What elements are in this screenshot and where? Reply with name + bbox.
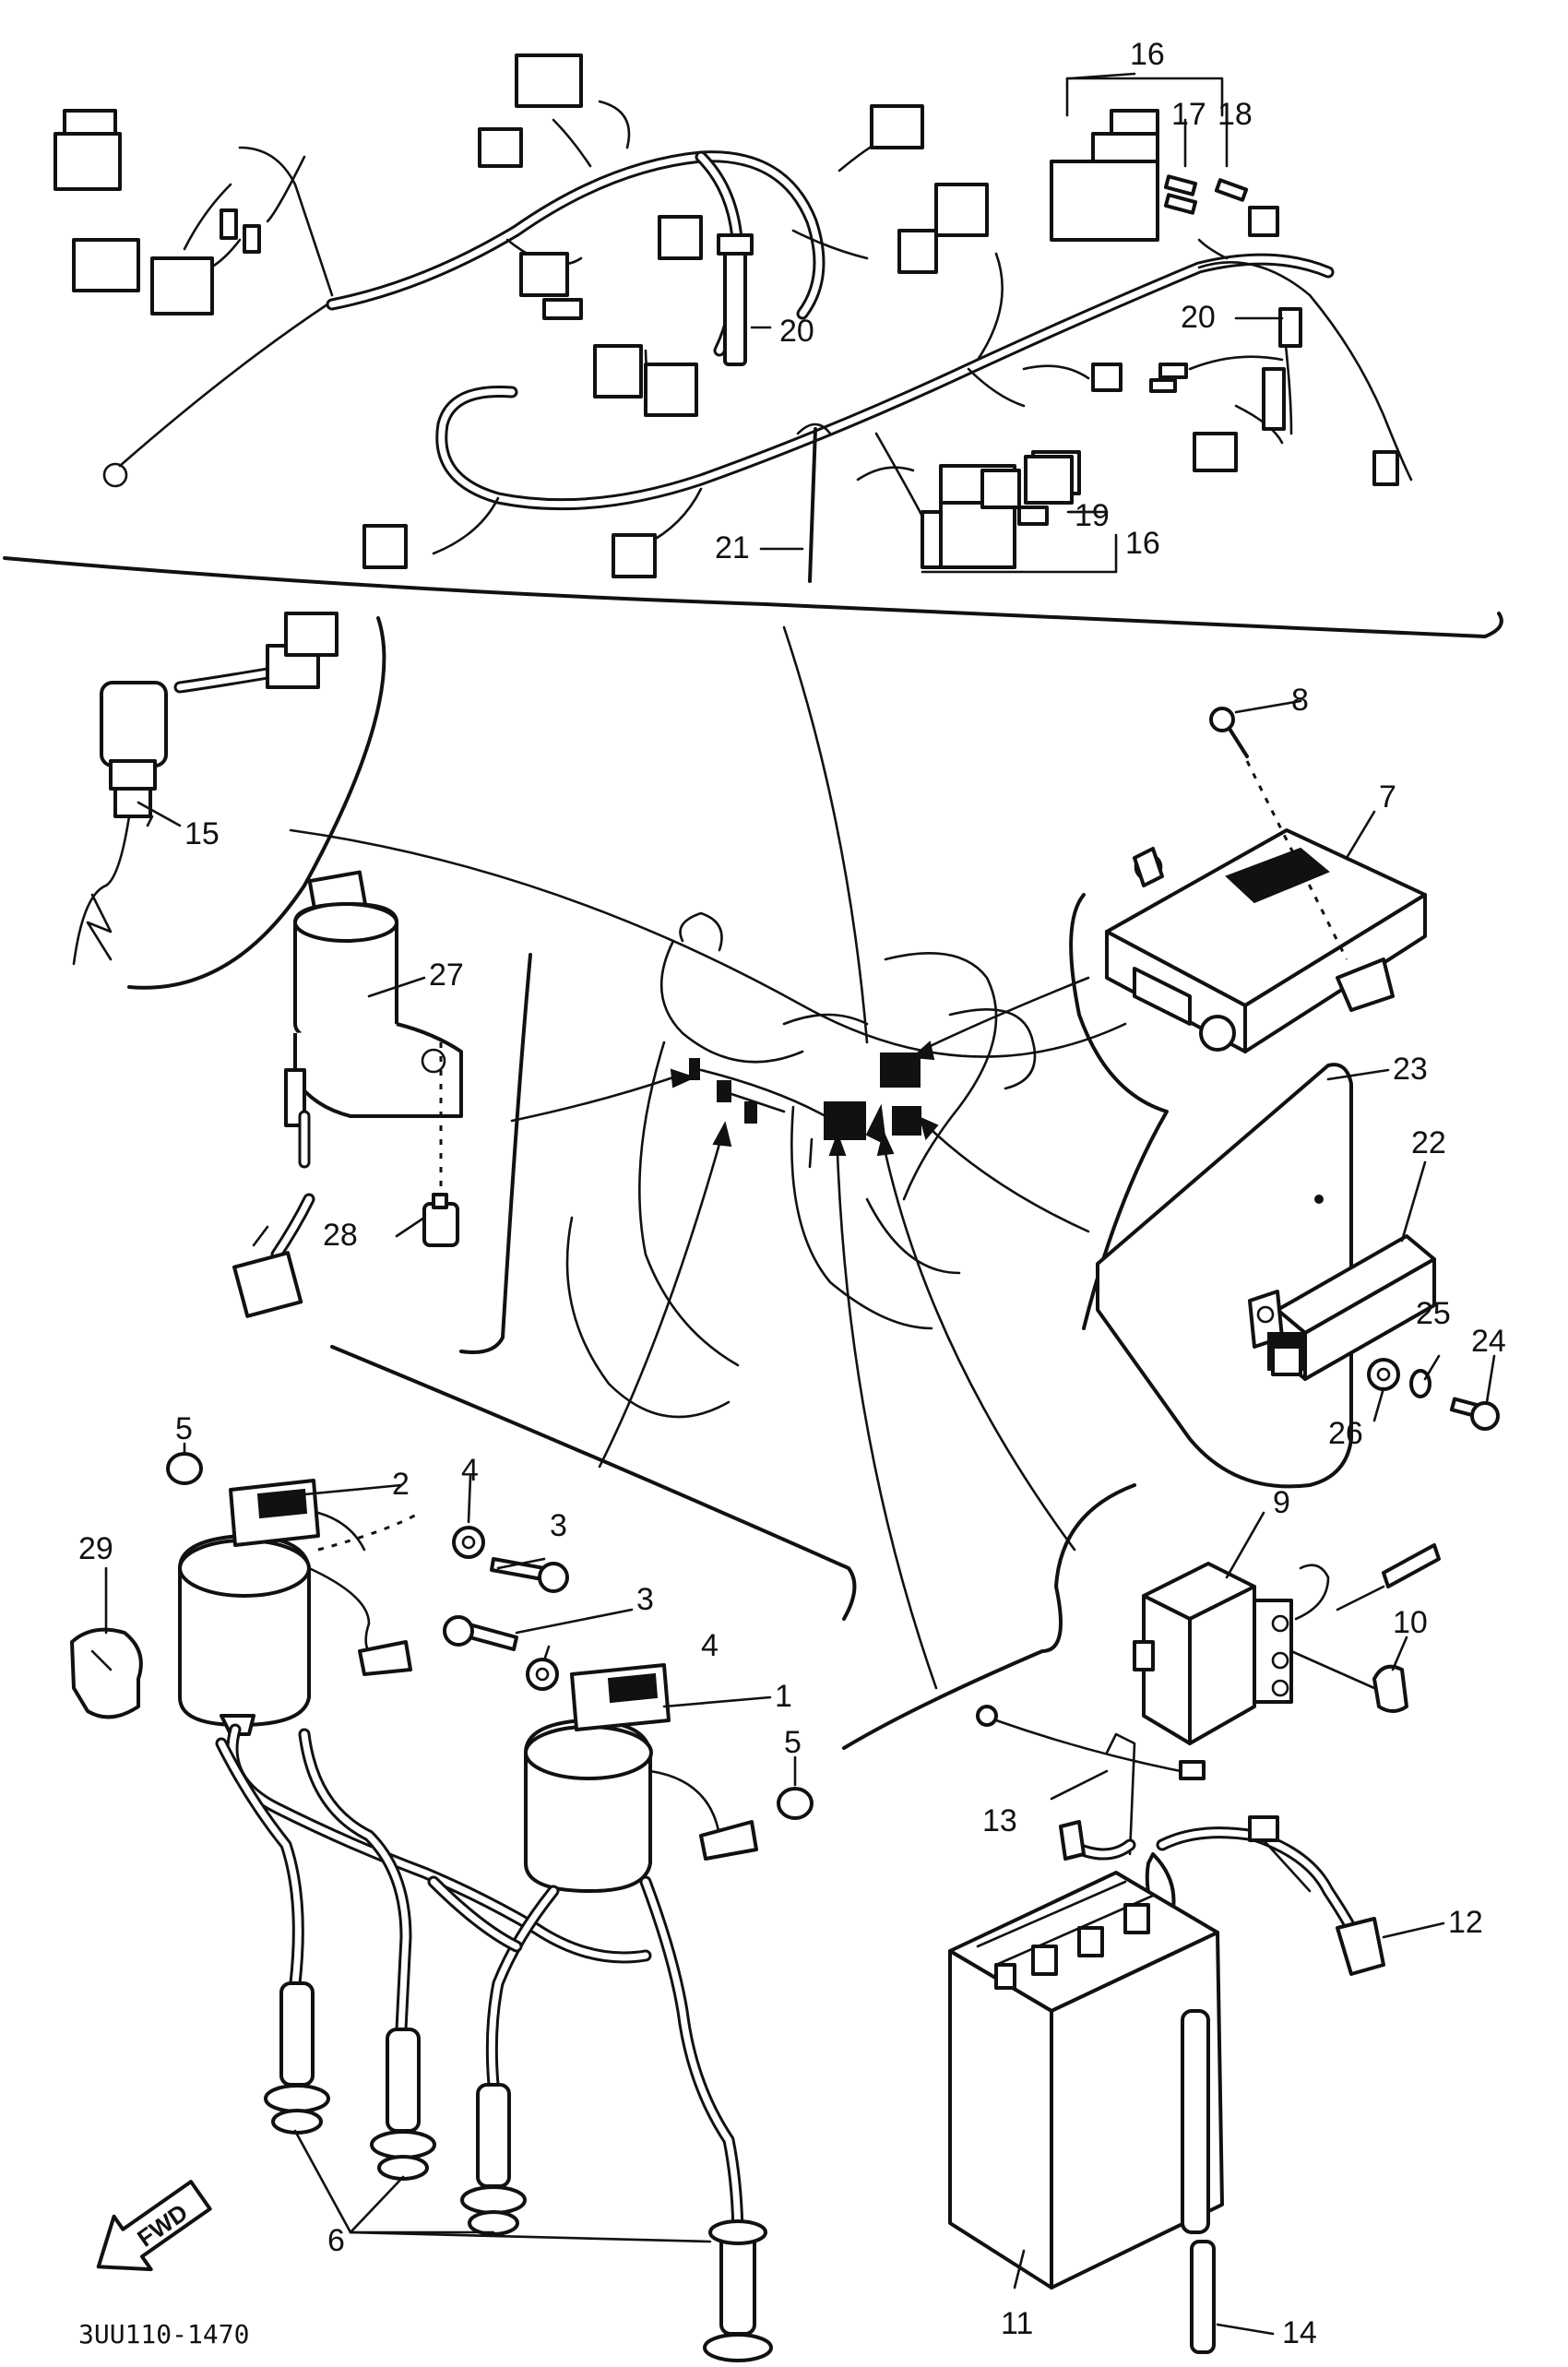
callout-11: 11: [1001, 2306, 1033, 2341]
battery-lead-13: [976, 1705, 1206, 1861]
callout-16b: 16: [1125, 526, 1160, 561]
center-cluster: [689, 1053, 921, 1169]
callout-8: 8: [1291, 683, 1309, 718]
callout-27: 27: [429, 958, 464, 993]
callout-9: 9: [1273, 1485, 1290, 1520]
callout-5a: 5: [175, 1411, 193, 1446]
coil-hardware: [70, 1452, 814, 1820]
battery: [948, 1871, 1224, 2290]
plug-caps: [264, 1981, 773, 2362]
main-switch: [232, 870, 463, 1318]
wire-harness: [102, 100, 1413, 555]
callout-3b: 3: [636, 1582, 654, 1617]
callout-13: 13: [982, 1803, 1017, 1838]
callout-17: 17: [1171, 97, 1206, 132]
regulator: [1248, 1234, 1436, 1381]
ignition-coil-1: [524, 1663, 758, 1893]
callout-23: 23: [1393, 1052, 1428, 1087]
callout-2: 2: [392, 1467, 410, 1502]
callout-16a: 16: [1130, 37, 1165, 72]
leader-arrows: [510, 625, 1090, 1690]
forward-arrow: FWD: [96, 2180, 212, 2272]
cable-ties: [717, 233, 1302, 583]
breather-hose: [1181, 2009, 1216, 2354]
diagram-code: 3UU110-1470: [78, 2319, 249, 2349]
bolt-28: [422, 1042, 459, 1247]
callout-10: 10: [1393, 1605, 1428, 1640]
starter-relay: [1133, 1543, 1441, 1745]
section-borders: [3, 556, 1503, 1750]
screw-8: [1209, 707, 1348, 960]
ignition-coil-2: [178, 1479, 421, 1736]
callout-12: 12: [1448, 1905, 1483, 1940]
fuses: [1065, 77, 1249, 215]
callout-20b: 20: [1181, 300, 1216, 335]
callout-21: 21: [715, 530, 750, 565]
mounting-plate: [1096, 1063, 1353, 1489]
callout-15: 15: [184, 816, 220, 851]
callout-25: 25: [1416, 1296, 1451, 1331]
relay-group: [921, 455, 1118, 574]
callout-22: 22: [1411, 1125, 1446, 1160]
callout-4a: 4: [461, 1453, 479, 1488]
motorcycle-outline: [565, 911, 1037, 1419]
callout-5b: 5: [784, 1725, 802, 1760]
callout-19: 19: [1075, 498, 1110, 533]
callout-leaders: [104, 72, 1496, 2336]
callout-20a: 20: [779, 314, 814, 349]
callout-1: 1: [775, 1679, 792, 1714]
callout-labels: 1 2 3 3 4 4 5 5 6 7 8 9 10 11 12 13 14 1…: [78, 37, 1506, 2350]
callout-3a: 3: [550, 1508, 567, 1543]
callout-14: 14: [1282, 2315, 1317, 2350]
callout-18: 18: [1218, 97, 1253, 132]
callout-28: 28: [323, 1218, 358, 1253]
callout-7: 7: [1379, 779, 1396, 815]
hardware-24-25-26: [1367, 1358, 1500, 1431]
ht-leads: [215, 1723, 744, 2248]
neutral-switch: [72, 612, 339, 966]
callout-26: 26: [1328, 1416, 1363, 1451]
cdi-unit: [1105, 828, 1427, 1053]
callout-4b: 4: [701, 1628, 719, 1663]
callout-29: 29: [78, 1531, 113, 1566]
callout-24: 24: [1471, 1324, 1506, 1359]
callout-6: 6: [327, 2223, 345, 2258]
